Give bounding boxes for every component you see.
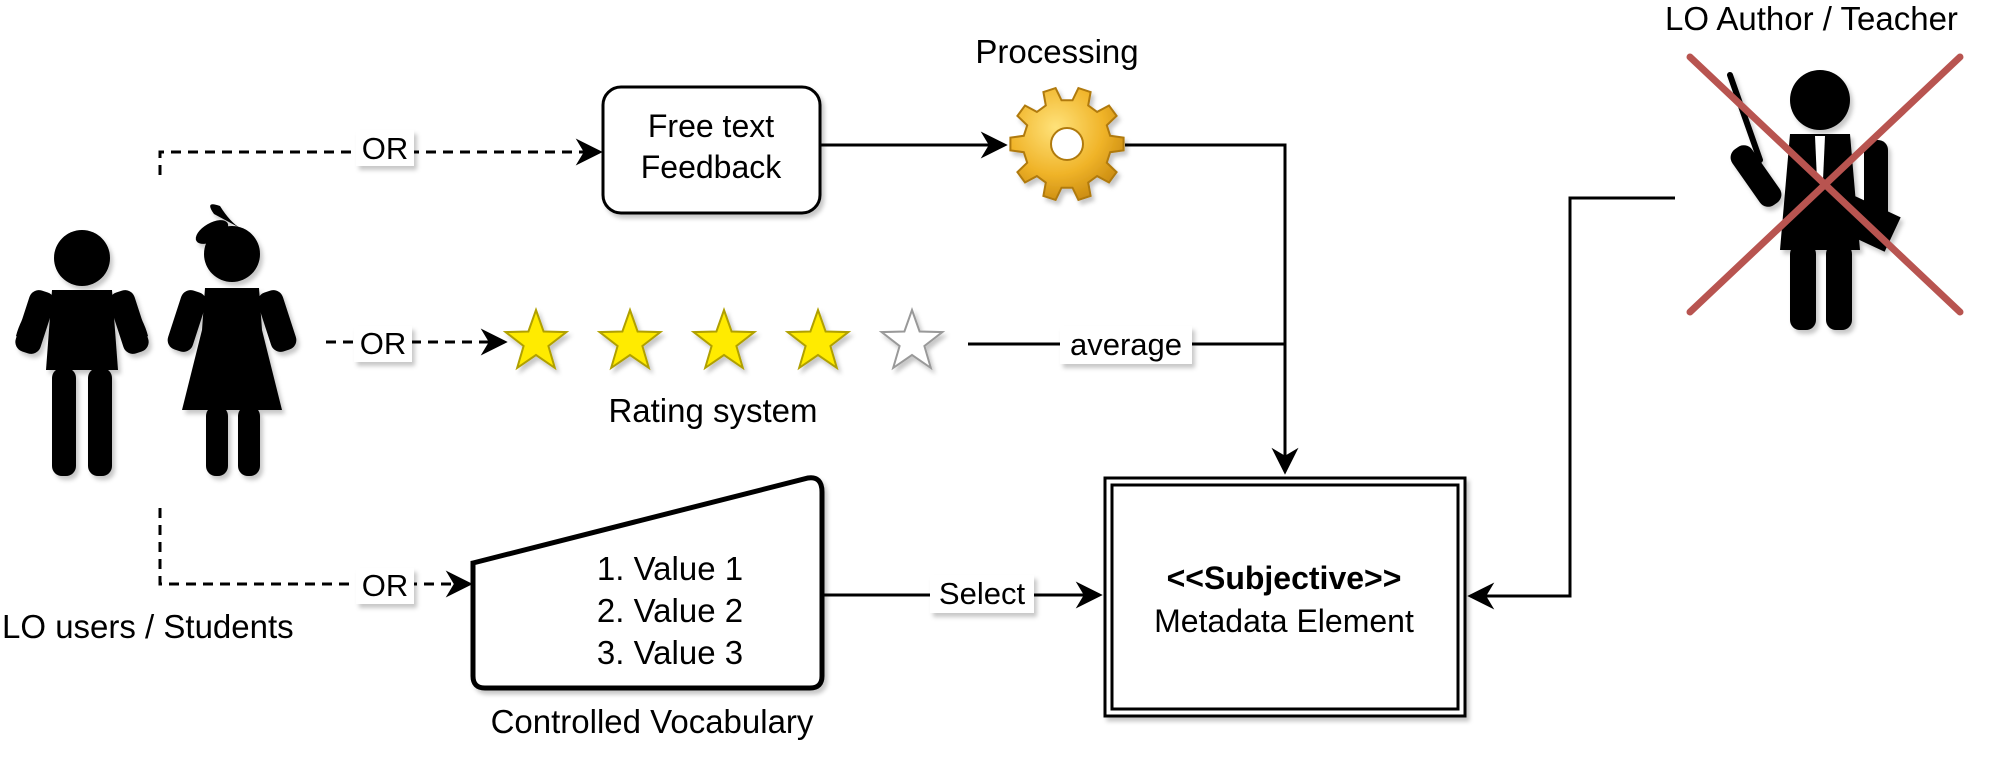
cross-icon [1686,53,1964,316]
edge-label-select: Select [930,575,1034,613]
processing-label: Processing [975,33,1138,70]
vocabulary-item-2: 2. Value 2 [597,592,743,629]
edge-label-or-bottom: OR [356,568,414,604]
rating-stars [502,306,946,371]
edge-label-average: average [1060,326,1192,364]
free-text-feedback-node: Free text Feedback [601,85,822,215]
star-empty-icon [878,306,946,371]
student-icon [15,230,149,476]
gear-icon [1009,86,1125,202]
svg-text:OR: OR [362,131,409,166]
edge-teacher-metadata [1467,196,1675,610]
star-filled-icon [690,306,758,371]
star-filled-icon [596,306,664,371]
edge-label-or-middle: OR [354,326,412,362]
vocabulary-item-3: 3. Value 3 [597,634,743,671]
metadata-element-node: <<Subjective>> Metadata Element [1103,476,1467,718]
vocabulary-item-1: 1. Value 1 [597,550,743,587]
star-filled-icon [502,306,570,371]
svg-text:Select: Select [939,576,1026,611]
edge-processing-metadata [1125,143,1299,475]
student-icon [167,204,297,476]
metadata-stereotype: <<Subjective>> [1167,560,1402,596]
teacher-label: LO Author / Teacher [1665,0,1958,37]
edge-or-vocabulary [158,508,473,598]
controlled-vocabulary-node: 1. Value 1 2. Value 2 3. Value 3 [470,475,825,691]
star-filled-icon [784,306,852,371]
svg-text:average: average [1070,327,1182,362]
free-text-line2: Feedback [641,149,783,185]
svg-text:OR: OR [362,568,409,603]
rating-label: Rating system [608,392,817,429]
students-label: LO users / Students [2,608,294,645]
edge-label-or-top: OR [356,130,414,166]
free-text-line1: Free text [648,108,774,144]
svg-text:OR: OR [360,326,407,361]
metadata-name: Metadata Element [1154,603,1414,639]
students-actor [15,204,297,476]
edge-or-free-text [158,138,603,175]
vocabulary-label: Controlled Vocabulary [491,703,814,740]
